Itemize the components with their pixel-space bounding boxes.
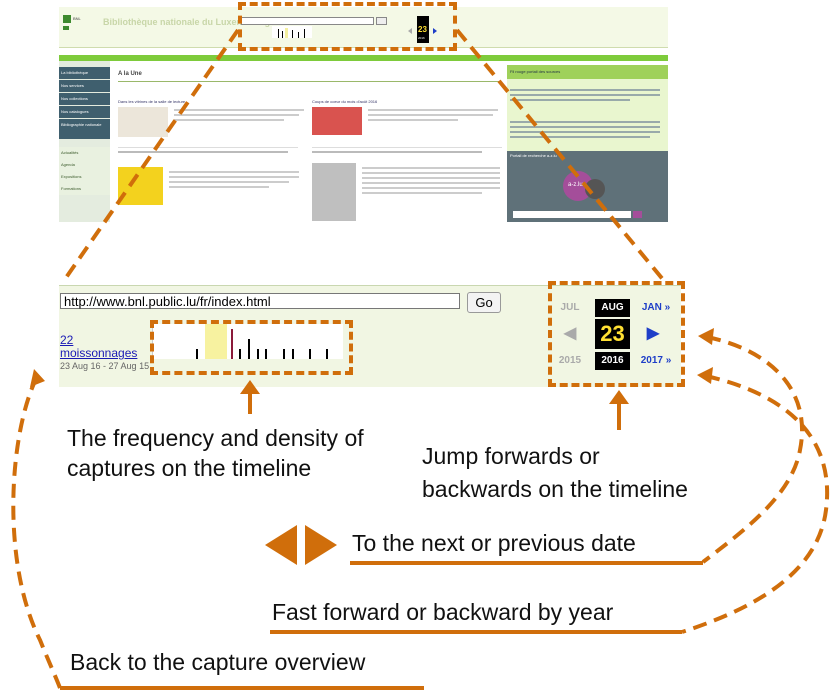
current-year: 2016 <box>595 352 630 370</box>
thumbnail-calendar-day: 23 <box>418 25 427 34</box>
jump-caption-line-1: Jump forwards or <box>422 443 600 469</box>
frequency-caption-line-2: captures on the timeline <box>67 455 312 481</box>
sparkline-bar <box>265 349 268 359</box>
date-navigator: JUL AUG JAN » ◀ 23 ▶ 2015 2016 2017 » <box>550 299 680 373</box>
thumbnail-wayback-toolbar <box>59 7 668 48</box>
prev-month-link[interactable]: JUL <box>560 302 580 313</box>
bnl-logo-mark-icon <box>63 26 69 30</box>
overview-arrowhead-icon <box>30 369 45 387</box>
archived-page-thumbnail: BNL Bibliothèque nationale du Luxembourg… <box>59 7 668 222</box>
sparkline-bar <box>256 349 259 359</box>
thumbnail-green-bar <box>59 55 668 61</box>
sparkline-bar <box>308 349 311 359</box>
sparkline-bar <box>282 349 285 359</box>
frequency-arrowhead-icon <box>240 380 260 394</box>
url-input[interactable]: http://www.bnl.public.lu/fr/index.html <box>60 293 460 309</box>
thumbnail-sidebar: La bibliothèque Nos services Nos collect… <box>59 61 110 222</box>
news-image <box>118 107 168 137</box>
sparkline-bar <box>248 339 250 359</box>
overview-callout-curve <box>11 376 62 689</box>
current-month: AUG <box>595 299 630 317</box>
sparkline-bar <box>195 349 198 359</box>
prev-year-link[interactable]: 2015 <box>558 355 582 366</box>
jump-caption-line-2: backwards on the timeline <box>422 476 688 502</box>
zoom-connector-left <box>61 28 240 284</box>
news-image <box>312 163 356 221</box>
sparkline-bar <box>239 349 242 359</box>
bnl-logo-icon <box>63 15 71 23</box>
next-prev-caption: To the next or previous date <box>352 530 636 556</box>
thumbnail-sidebar-item: La bibliothèque <box>59 67 110 79</box>
right-triangle-icon <box>305 525 337 565</box>
sparkline-bar <box>230 329 233 359</box>
thumbnail-sidebar-item: Actualités <box>59 147 110 159</box>
year-callout-curve <box>681 374 830 634</box>
thumbnail-main-content: A la Une Dans les vitrines de la salle d… <box>114 61 504 222</box>
sparkline-current-year-highlight <box>205 324 227 359</box>
thumbnail-news-left-title: Dans les vitrines de la salle de lecture <box>118 99 186 104</box>
current-day: 23 <box>595 319 630 349</box>
capture-sparkline[interactable] <box>152 324 343 359</box>
next-prev-callout-curve <box>701 335 804 564</box>
by-year-caption: Fast forward or backward by year <box>272 599 614 625</box>
thumbnail-news-right-title: Coups de coeur du mois d'août 2016 <box>312 99 378 104</box>
thumbnail-sparkline <box>272 26 312 38</box>
overview-caption: Back to the capture overview <box>70 649 366 675</box>
thumbnail-sidebar-item: Nos services <box>59 80 110 92</box>
thumbnail-sidebar-item: Nos catalogues <box>59 106 110 118</box>
thumbnail-sidebar-item: Nos collections <box>59 93 110 105</box>
thumbnail-right-box-title: Fil rouge portail des sources <box>510 69 561 74</box>
thumbnail-go-button <box>376 17 387 25</box>
thumbnail-calendar: 23 2016 <box>405 16 441 43</box>
left-triangle-icon <box>265 525 297 565</box>
calendar-highlight-frame <box>548 281 685 387</box>
thumbnail-sidebar-item: Agenda <box>59 159 110 171</box>
thumbnail-sidebar-item: Bibliographie nationale <box>59 119 110 139</box>
thumbnail-right-box2-title: Portail de recherche a-z.lu <box>510 153 557 158</box>
prev-capture-arrow-icon[interactable]: ◀ <box>563 325 577 342</box>
capture-overview-link[interactable]: moissonnages <box>60 346 138 360</box>
sparkline-bar <box>291 349 294 359</box>
go-button[interactable]: Go <box>467 292 501 313</box>
wayback-toolbar: http://www.bnl.public.lu/fr/index.html G… <box>59 285 681 387</box>
thumbnail-toolbar-highlight-frame <box>238 2 457 51</box>
jump-arrowhead-icon <box>609 390 629 404</box>
capture-date-range: 23 Aug 16 - 27 Aug 15 <box>60 361 150 371</box>
news-image <box>312 107 362 135</box>
thumbnail-calendar-year: 2016 <box>418 36 425 40</box>
next-month-link[interactable]: JAN » <box>641 302 671 313</box>
thumbnail-sidebar-item: Expositions <box>59 171 110 183</box>
thumbnail-logo-text: BNL <box>73 16 81 21</box>
thumbnail-sidebar-item: Formations <box>59 183 110 195</box>
next-year-link[interactable]: 2017 » <box>640 355 672 366</box>
capture-count-link[interactable]: 22 <box>60 333 74 347</box>
thumbnail-site-title: Bibliothèque nationale du Luxembourg <box>103 17 271 27</box>
year-arrowhead-icon <box>697 367 713 384</box>
news-image <box>118 167 163 205</box>
sparkline-bar <box>326 349 329 359</box>
sparkline-highlight-frame <box>150 320 353 375</box>
thumbnail-page-heading: A la Une <box>118 71 142 77</box>
frequency-caption-line-1: The frequency and density of <box>67 425 364 451</box>
next-capture-arrow-icon[interactable]: ▶ <box>646 325 660 342</box>
thumbnail-right-box2-logo: a-z.lu <box>568 182 583 188</box>
zoom-connector-right <box>455 28 667 284</box>
next-prev-arrowhead-icon <box>698 328 714 345</box>
